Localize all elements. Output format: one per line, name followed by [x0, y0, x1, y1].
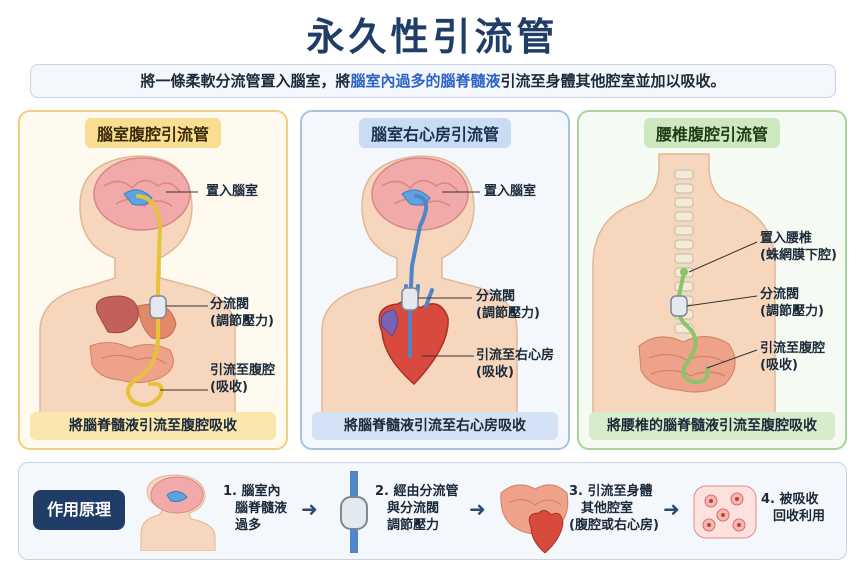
- intro-text-before: 將一條柔軟分流管置入腦室，將: [140, 72, 351, 90]
- panel-va-shunt: 腦室右心房引流管 置入腦室 分流閥 (調節壓力) 引流至右心房 (吸收) 將腦脊…: [300, 110, 570, 450]
- panel-title: 腦室右心房引流管: [358, 118, 512, 148]
- label-lumbar: 置入腰椎: [760, 231, 813, 246]
- page-title: 永久性引流管: [306, 15, 559, 59]
- arrow-icon: ➜: [301, 497, 318, 521]
- valve-icon: [340, 471, 368, 553]
- panel-title: 腰椎腹腔引流管: [643, 118, 781, 148]
- panel-vp-shunt: 腦室腹腔引流管 置入腦室 分流閥 (調節壓力) 引流至腹腔 (吸收) 將腦脊髓液…: [18, 110, 288, 450]
- label-valve-sub: (調節壓力): [760, 304, 824, 319]
- arrow-icon: ➜: [663, 497, 680, 521]
- label-valve: 分流閥: [760, 287, 800, 302]
- step-4: 4. 被吸收 回收利用: [761, 492, 826, 524]
- intro-banner: 將一條柔軟分流管置入腦室，將腦室內過多的腦脊髓液引流至身體其他腔室並加以吸收。: [30, 64, 836, 98]
- label-drain: 引流至腹腔: [210, 363, 276, 378]
- label-valve-sub: (調節壓力): [210, 314, 274, 329]
- lp-shunt-illustration: [592, 153, 776, 416]
- vp-shunt-illustration: [39, 155, 236, 416]
- label-drain-sub: (吸收): [210, 380, 248, 395]
- label-lumbar-sub: (蛛網膜下腔): [760, 248, 837, 263]
- intro-highlight: 腦室內過多的腦脊髓液: [350, 72, 501, 90]
- brain-icon: [140, 474, 216, 551]
- panel-caption: 將腦脊髓液引流至腹腔吸收: [30, 412, 276, 440]
- principle-strip: 作用原理 1. 腦室內 腦脊髓液 過多 ➜ 2. 經由分流管 與分流閥 調節壓力…: [18, 462, 847, 560]
- intestine-heart-icon: [500, 484, 569, 553]
- label-drain-sub: (吸收): [476, 365, 514, 380]
- absorption-cells-icon: [693, 485, 757, 539]
- label-ventricle: 置入腦室: [484, 184, 537, 199]
- arrow-icon: ➜: [469, 497, 486, 521]
- va-shunt-illustration: [321, 155, 518, 416]
- step-1: 1. 腦室內 腦脊髓液 過多: [223, 484, 288, 533]
- label-ventricle: 置入腦室: [206, 184, 259, 199]
- panel-title: 腦室腹腔引流管: [84, 118, 222, 148]
- step-2: 2. 經由分流管 與分流閥 調節壓力: [375, 484, 459, 533]
- panel-lp-shunt: 腰椎腹腔引流管 置入腰椎 (蛛網膜下腔) 分流閥 (調節壓力) 引流至腹腔 (吸…: [577, 110, 847, 450]
- label-valve: 分流閥: [476, 289, 516, 304]
- label-valve: 分流閥: [210, 297, 250, 312]
- step-3: 3. 引流至身體 其他腔室 (腹腔或右心房): [569, 484, 659, 533]
- label-valve-sub: (調節壓力): [476, 306, 540, 321]
- intro-text-after: 引流至身體其他腔室並加以吸收。: [500, 72, 726, 90]
- label-drain: 引流至腹腔: [760, 341, 826, 356]
- panel-caption: 將腦脊髓液引流至右心房吸收: [312, 412, 558, 440]
- principle-label: 作用原理: [33, 490, 125, 530]
- panel-caption: 將腰椎的腦脊髓液引流至腹腔吸收: [589, 412, 835, 440]
- label-drain-sub: (吸收): [760, 358, 798, 373]
- label-drain: 引流至右心房: [476, 348, 555, 363]
